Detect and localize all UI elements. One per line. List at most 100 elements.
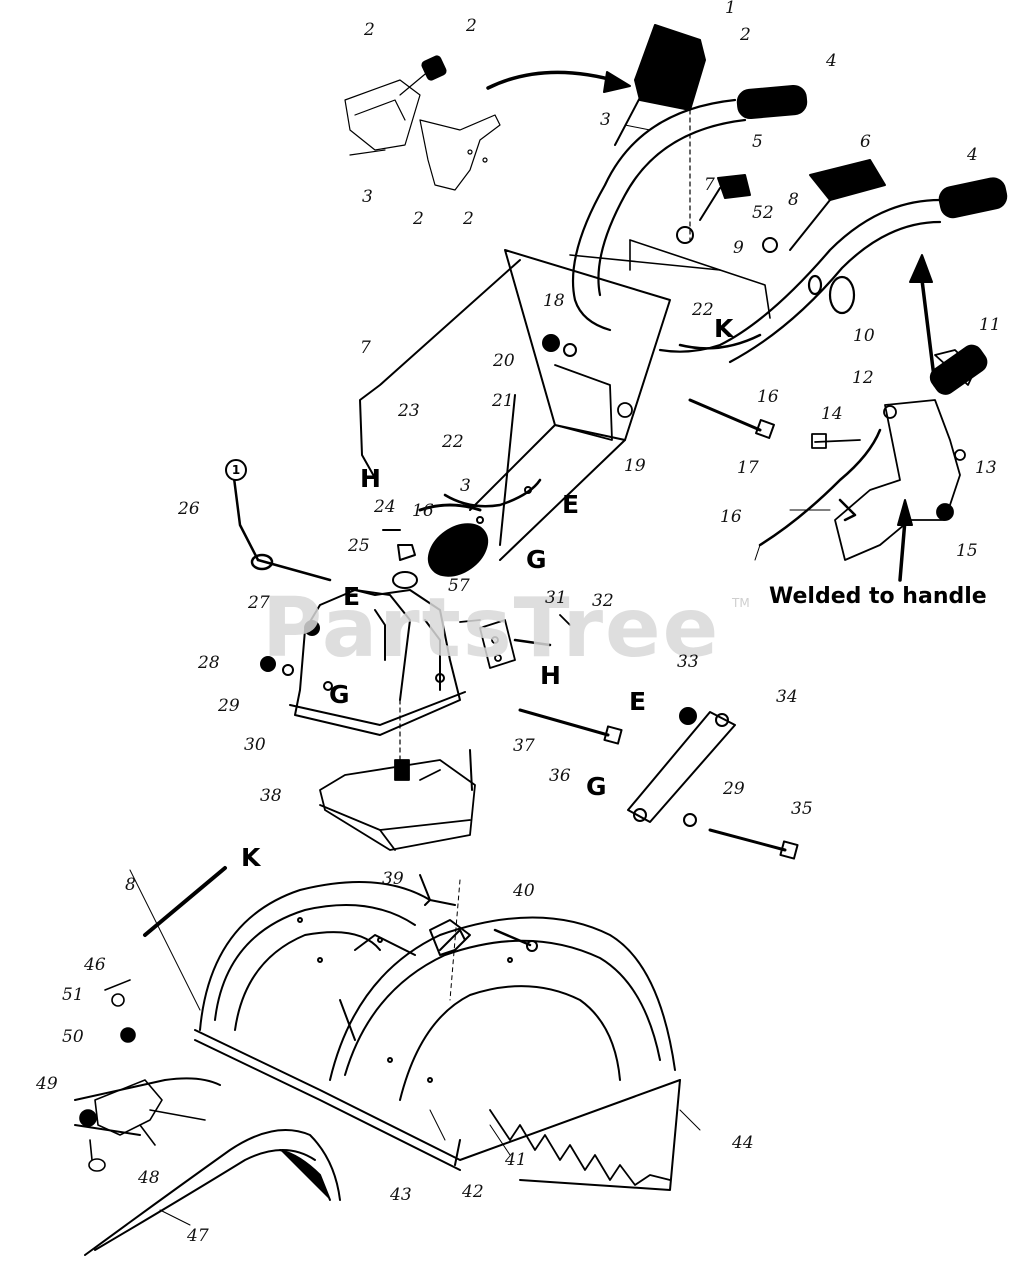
part-label-20: 20 [493,351,515,371]
part-label-47: 47 [187,1226,209,1246]
part-label-48: 48 [138,1168,160,1188]
part-label-50: 50 [62,1027,84,1047]
part-label-2: 2 [740,25,751,45]
part-label-4: 4 [826,51,837,71]
part-label-8: 8 [125,875,136,895]
part-label-28: 28 [198,653,220,673]
ref-letter-g: G [526,545,547,574]
part-label-13: 13 [975,458,997,478]
part-label-2: 2 [463,209,474,229]
tine-shield [194,881,681,1191]
part-label-5: 5 [752,132,763,152]
part-label-43: 43 [390,1185,412,1205]
watermark-trademark: TM [732,596,750,610]
part-label-14: 14 [821,404,843,424]
ref-letter-g: G [329,680,350,709]
crank-lever [232,476,332,582]
throttle-cable [443,333,882,547]
shift-lever-assembly [614,24,706,241]
part-label-26: 26 [178,499,200,519]
part-label-49: 49 [36,1074,58,1094]
part-label-6: 6 [860,132,871,152]
inset-detail-illustration [344,55,501,191]
part-label-29: 29 [218,696,240,716]
circled-reference: 1 [225,459,247,481]
nut-20-washer-18 [542,334,577,357]
ref-letter-h: H [360,464,381,493]
part-label-15: 15 [956,541,978,561]
part-label-11: 11 [979,315,1001,335]
part-label-3: 3 [362,187,373,207]
hinge-hardware [79,979,206,1172]
part-label-30: 30 [244,735,266,755]
part-label-39: 39 [382,869,404,889]
part-label-17: 17 [737,458,759,478]
bracket-19 [554,364,633,441]
ref-letter-e: E [629,687,647,716]
welded-callout: Welded to handle [769,584,987,609]
part-label-27: 27 [248,593,270,613]
handlebar-left [571,84,808,332]
part-label-34: 34 [776,687,798,707]
part-label-21: 21 [492,391,514,411]
part-label-9: 9 [733,238,744,258]
part-label-19: 19 [624,456,646,476]
ref-letter-e: E [343,582,361,611]
bolt-17 [688,398,775,439]
base-plate [319,699,476,851]
part-label-25: 25 [348,536,370,556]
rod-7 [359,259,521,479]
part-label-7: 7 [704,175,715,195]
part-label-57: 57 [448,576,470,596]
part-label-38: 38 [260,786,282,806]
part-label-16: 16 [720,507,742,527]
part-label-22: 22 [692,300,714,320]
leader-lines [129,124,831,1226]
part-label-24: 24 [374,497,396,517]
part-label-51: 51 [62,985,84,1005]
part-label-18: 18 [543,291,565,311]
ref-letter-e: E [562,490,580,519]
inset-arrow [486,70,631,93]
part-label-2: 2 [466,16,477,36]
washer-57 [382,529,418,589]
pin-40 [419,874,538,952]
part-label-22: 22 [442,432,464,452]
part-label-40: 40 [513,881,535,901]
part-label-16: 16 [412,501,434,521]
part-label-8: 8 [788,190,799,210]
part-label-36: 36 [549,766,571,786]
up-arrow [897,254,937,582]
tower-bracket [260,589,466,736]
watermark-logo: PartsTree [262,581,721,676]
ref-letter-k: K [714,314,734,343]
part-label-52: 52 [752,203,774,223]
part-label-3: 3 [460,476,471,496]
ref-letter-k: K [241,843,261,872]
hinge-plate [459,614,571,669]
part-label-32: 32 [592,591,614,611]
part-label-12: 12 [852,368,874,388]
mounting-bracket [569,239,771,319]
handlebar-right [658,177,1008,364]
part-label-35: 35 [791,799,813,819]
knob-assembly [676,159,886,253]
part-label-10: 10 [853,326,875,346]
part-label-4: 4 [967,145,978,165]
part-label-7: 7 [360,338,371,358]
part-label-31: 31 [545,588,567,608]
part-label-3: 3 [600,110,611,130]
link-bar [627,707,799,860]
ref-letter-g: G [586,772,607,801]
part-label-2: 2 [413,209,424,229]
part-label-16: 16 [757,387,779,407]
part-label-44: 44 [732,1133,754,1153]
part-label-33: 33 [677,652,699,672]
side-handle-assembly [811,344,988,561]
bolt-36 [518,708,623,745]
part-label-37: 37 [513,736,535,756]
rod-8 [143,866,227,937]
main-tube [418,249,671,577]
